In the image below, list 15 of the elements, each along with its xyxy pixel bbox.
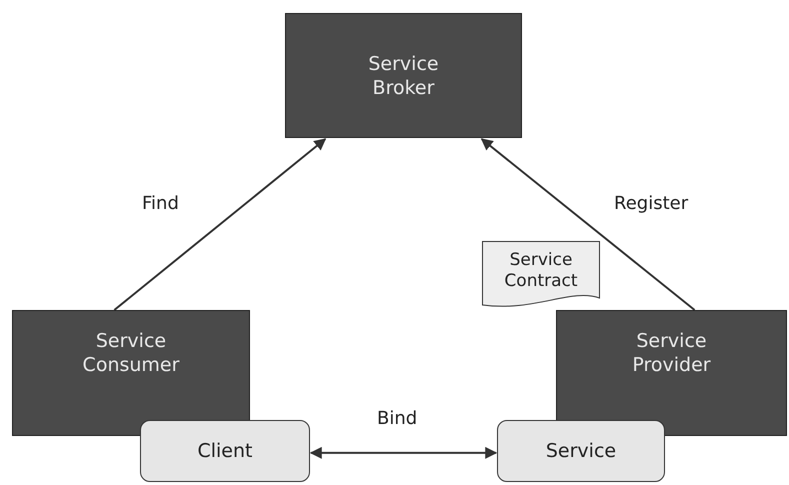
provider-box xyxy=(556,310,787,436)
node-label: Client xyxy=(197,439,252,463)
consumer-box xyxy=(12,310,250,436)
client-box xyxy=(140,420,310,482)
arrow xyxy=(480,138,696,311)
node-label: Service Consumer xyxy=(82,329,180,377)
node-label: Service Provider xyxy=(631,329,712,377)
node-label: Service xyxy=(546,439,616,463)
node-label: Service Contract xyxy=(503,250,579,292)
contract-document xyxy=(482,241,600,310)
arrow xyxy=(310,446,498,459)
broker-box xyxy=(285,13,522,138)
arrow xyxy=(114,138,326,311)
service-box xyxy=(497,420,665,482)
node-label: Service Broker xyxy=(367,52,440,100)
